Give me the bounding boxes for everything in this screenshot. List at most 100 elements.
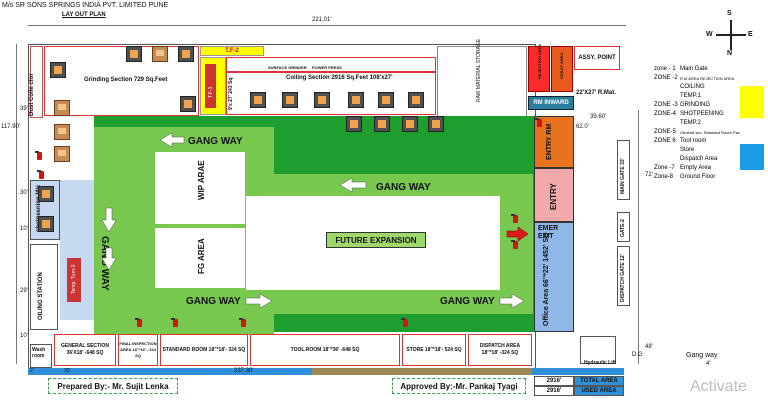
used-area-value-cell: 2916' [534, 386, 574, 396]
fire-extinguisher-icon [135, 318, 142, 327]
compass-south: N [727, 50, 733, 57]
machine-icon [374, 116, 390, 132]
office-label: Office Area 66''*22' 1452' SQ [543, 232, 550, 326]
prepared-by: Prepared By:- Mr. Sujit Lenka [48, 378, 178, 394]
gangway-width: 4' [706, 361, 711, 367]
bottom-bar-blue-right [532, 368, 624, 375]
grinder-press-strip [226, 57, 436, 72]
toolroom-label: TOOL.ROOM 18''*36' -648 SQ [290, 347, 360, 353]
top-dimension-line [28, 25, 626, 26]
dim-30: 30' [20, 190, 28, 196]
machine-icon [54, 146, 70, 162]
hydraulic-label: Hydraulic Lift [584, 360, 616, 366]
legend-zone [654, 146, 680, 155]
dispatch-gate[interactable] [617, 246, 630, 306]
future-expansion-tag: FUTURE EXPANSION [326, 232, 426, 248]
fg-area [155, 228, 245, 288]
legend-swatch-yellow [740, 86, 764, 118]
legend-label: COILING [680, 84, 705, 90]
entry-rm-label: ENTRY RM [546, 123, 553, 160]
dust-collector [30, 46, 43, 118]
legend-label: Tool room [680, 138, 707, 144]
main-gate[interactable] [617, 140, 630, 200]
legend-zone [654, 155, 680, 164]
fire-extinguisher-icon [171, 318, 178, 327]
dim-72: 72' [645, 172, 653, 178]
used-value: 2916' [546, 388, 562, 394]
arrow-down-2 [101, 247, 117, 271]
legend-zone [654, 92, 680, 101]
machine-icon [54, 100, 70, 116]
standard-room: STANDARD ROOM 18''*18'- 324 SQ [160, 334, 248, 366]
temp-turn3 [67, 258, 81, 302]
gangway-label-3: GANG WAY [186, 296, 241, 307]
legend-label: R.M AREA REJECTION AREA [680, 76, 735, 81]
gate-2-label: GATE-2 [620, 219, 626, 237]
standard-label: STANDARD ROOM 18''*18'- 324 SQ [162, 346, 246, 353]
arrow-right-1 [245, 293, 273, 309]
coiling-label: Coiling Section 2916 Sq.Feet 108'x27' [286, 75, 393, 81]
legend-row: Store [654, 146, 764, 155]
legend-zone: Zone -7 [654, 165, 675, 171]
machine-icon [408, 92, 424, 108]
bottom-dimension: 237.30' [234, 368, 254, 374]
machine-icon [38, 216, 54, 232]
dim-30b: 30' [64, 368, 71, 374]
entry-label: ENTRY [549, 183, 558, 210]
dispatch-gate-label: DISPATCH GATE 12' [620, 254, 626, 302]
total-label: TOTAL AREA [580, 378, 618, 384]
dim-39: 39' [20, 106, 28, 112]
total-area-value-cell: 2916' [534, 376, 574, 386]
left-dimension-line [16, 44, 17, 364]
legend-zone: ZONE-4 [654, 111, 677, 117]
legend-label: General sec. Standard Room Packing [680, 130, 740, 135]
machine-icon [314, 92, 330, 108]
tf2-label: T.F-2 [225, 48, 239, 54]
machine-icon [428, 116, 444, 132]
prepared-label: Prepared By:- Mr. Sujit Lenka [57, 381, 169, 391]
bottom-bar-blue [28, 368, 312, 375]
dim-48: 48' [645, 344, 653, 350]
machine-icon [346, 116, 362, 132]
machine-icon [38, 186, 54, 202]
store-label: STORE 18''*18'- 524 SQ [406, 346, 462, 353]
surface-grinder-label: SURFACE GRINDER [268, 65, 307, 70]
compass-horizontal [716, 34, 746, 36]
gate-2[interactable] [617, 212, 630, 242]
machine-icon [402, 116, 418, 132]
arrow-red [506, 226, 529, 242]
oiling-station [30, 244, 58, 330]
hydraulic-lift [580, 336, 616, 364]
right-dimension-line [638, 110, 639, 364]
rejection-area [528, 46, 550, 92]
legend-zone [654, 83, 680, 92]
dim-29: 29' [20, 288, 28, 294]
machine-icon [178, 46, 194, 62]
approved-by: Approved By:-Mr. Pankaj Tyagi [392, 378, 526, 394]
left-dimension: 117.90' [1, 124, 21, 130]
legend-zone [654, 119, 680, 128]
dg-label: D.G [632, 352, 643, 358]
legend-label: Ground Floor [680, 174, 716, 180]
wip-area [155, 152, 245, 224]
main-gate-label: MAIN GATE 33' [620, 158, 626, 194]
total-value: 2916' [546, 378, 562, 384]
legend-zone: Zone-8 [654, 174, 674, 180]
gangway-label-1: GANG WAY [188, 136, 243, 147]
legend-label: Store [680, 147, 695, 153]
gangway-band-right [500, 190, 533, 314]
machine-icon [378, 92, 394, 108]
arrow-right-2 [499, 293, 525, 309]
dim-3960: 39.60' [590, 114, 607, 120]
top-dimension: 221.01' [312, 17, 332, 23]
fire-extinguisher-icon [239, 318, 246, 327]
legend-label: TEMP.1 [680, 93, 701, 99]
compass-west: W [706, 31, 713, 38]
tool-room: TOOL.ROOM 18''*36' -648 SQ [250, 334, 400, 366]
